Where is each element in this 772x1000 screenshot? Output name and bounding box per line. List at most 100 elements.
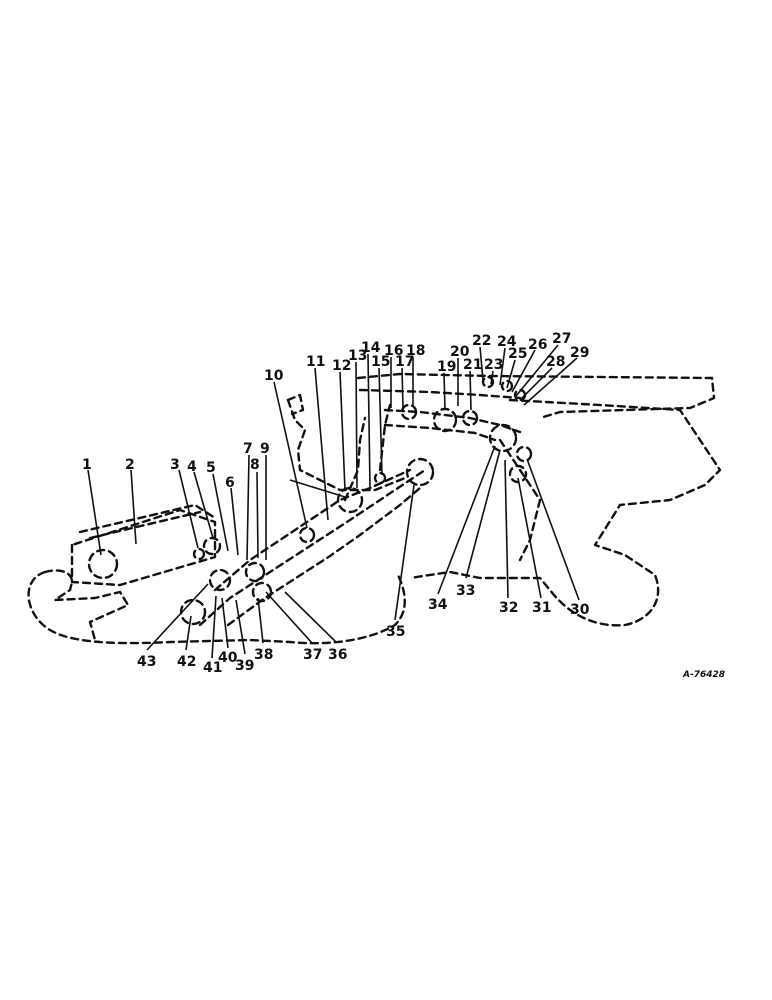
- callout-5: 5: [206, 460, 216, 476]
- pivot-upper-left: [400, 403, 418, 421]
- callout-20: 20: [450, 344, 470, 360]
- leader-29: [523, 357, 578, 406]
- mid-beam: [383, 408, 522, 442]
- skid-plate: [43, 569, 130, 642]
- callout-12: 12: [332, 358, 351, 374]
- callout-41: 41: [203, 660, 222, 676]
- pivot-right-main: [488, 423, 518, 453]
- callout-39: 39: [235, 658, 254, 674]
- leader-33: [465, 449, 501, 579]
- callout-21: 21: [463, 357, 482, 373]
- leader-27: [515, 344, 559, 397]
- callout-9: 9: [260, 441, 270, 457]
- leader-10: [273, 381, 308, 529]
- callout-27: 27: [552, 331, 571, 347]
- callout-28: 28: [546, 354, 565, 370]
- callout-43: 43: [137, 654, 156, 670]
- chassis-inner: [498, 438, 542, 562]
- callout-33: 33: [456, 583, 475, 599]
- callout-7: 7: [243, 441, 253, 457]
- callout-18: 18: [406, 343, 425, 359]
- leader-22: [479, 346, 484, 381]
- callout-24: 24: [497, 334, 517, 350]
- callout-14: 14: [361, 340, 381, 356]
- lower-frame: [27, 570, 406, 645]
- leader-37: [265, 591, 313, 644]
- callout-23: 23: [484, 357, 503, 373]
- pivot-small-left: [192, 547, 206, 561]
- callout-2: 2: [125, 457, 135, 473]
- leader-24: [499, 347, 506, 386]
- center-arm-a: [343, 416, 367, 502]
- leader-13: [355, 361, 358, 489]
- pivot-right-lower-b: [515, 445, 533, 463]
- leader-43: [146, 583, 209, 651]
- leader-17: [401, 367, 404, 409]
- callout-22: 22: [472, 333, 491, 349]
- callout-31: 31: [532, 600, 551, 616]
- pivot-top-cluster-a: [481, 375, 495, 389]
- leader-31: [517, 477, 542, 599]
- callout-labels: 1 2 3 4 5 6 7 8 9 10 11 12 13 14 15 16 1…: [82, 331, 590, 676]
- leader-4: [193, 471, 214, 539]
- pivot-header-left: [87, 548, 119, 580]
- callout-13: 13: [348, 348, 367, 364]
- pivot-mid-a: [432, 407, 458, 433]
- pivot-center-arm: [298, 526, 316, 544]
- callout-4: 4: [187, 459, 197, 475]
- callout-40: 40: [218, 650, 238, 666]
- leader-14: [367, 353, 371, 489]
- callout-26: 26: [528, 337, 547, 353]
- callout-29: 29: [570, 345, 589, 361]
- callout-8: 8: [250, 457, 260, 473]
- leader-12: [339, 371, 346, 491]
- callout-15: 15: [371, 354, 390, 370]
- upper-beam: [356, 372, 716, 420]
- leader-15: [378, 367, 383, 476]
- callout-42: 42: [177, 654, 196, 670]
- leader-41: [211, 595, 217, 659]
- leader-39: [235, 599, 246, 655]
- mast-bracket: [286, 393, 305, 416]
- header-reel-top: [88, 510, 202, 540]
- leader-10b: [289, 479, 346, 498]
- pivot-lower-left: [179, 598, 207, 626]
- callout-34: 34: [428, 597, 448, 613]
- leader-1: [87, 469, 102, 556]
- leader-38: [257, 597, 264, 644]
- pivot-cluster-b: [244, 561, 266, 583]
- pivot-cluster-c: [251, 581, 273, 603]
- leader-5: [212, 473, 229, 552]
- pivot-small-mid: [373, 471, 387, 485]
- header-top-rail: [78, 503, 217, 534]
- leader-35: [394, 484, 415, 621]
- callout-3: 3: [170, 457, 180, 473]
- callout-10: 10: [264, 368, 284, 384]
- callout-11: 11: [306, 354, 325, 370]
- leader-7: [246, 454, 250, 561]
- lift-arm-upper: [213, 468, 412, 592]
- machine-outline: [27, 372, 722, 645]
- pivot-cluster-a: [208, 568, 232, 592]
- callout-37: 37: [303, 647, 322, 663]
- leader-34: [437, 445, 496, 595]
- callout-36: 36: [328, 647, 347, 663]
- leader-36: [284, 591, 337, 643]
- leader-8: [256, 471, 259, 559]
- leader-3: [178, 469, 199, 549]
- leader-2: [130, 469, 137, 545]
- lift-arm-lower: [198, 468, 427, 627]
- callout-38: 38: [254, 647, 273, 663]
- pivot-header-right: [202, 536, 222, 556]
- leader-32: [504, 459, 509, 599]
- right-chassis: [408, 398, 722, 627]
- callout-17: 17: [395, 354, 414, 370]
- callout-32: 32: [499, 600, 518, 616]
- pivot-top-right: [405, 457, 435, 487]
- header-body: [70, 508, 217, 587]
- leader-40: [221, 597, 229, 649]
- callout-1: 1: [82, 457, 92, 473]
- leader-23: [490, 370, 494, 385]
- leader-26: [511, 349, 536, 393]
- drawing-number: A-76428: [682, 670, 725, 680]
